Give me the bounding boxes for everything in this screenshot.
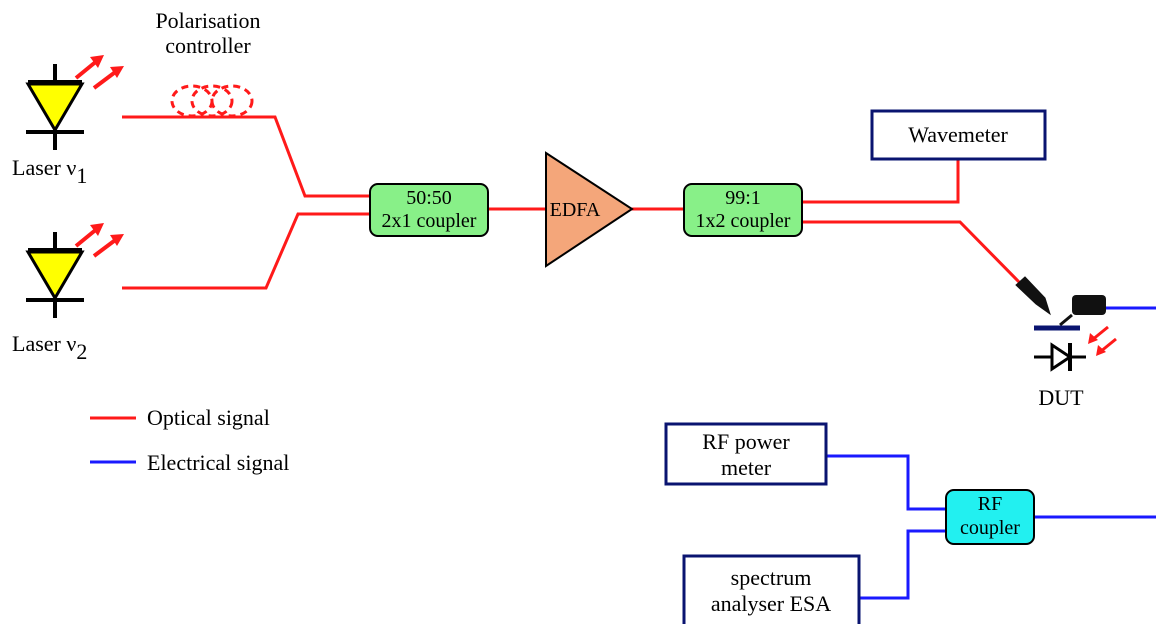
polarisation-controller-loops-icon	[170, 84, 254, 118]
coupler-50-50-label-line2: 2x1 coupler	[382, 210, 477, 232]
rf-coupler-label-line2: coupler	[960, 517, 1020, 539]
wavemeter-label: Wavemeter	[908, 122, 1008, 147]
electrical-probe-icon	[1059, 295, 1106, 327]
rf-power-meter-label-line1: RF power	[702, 429, 790, 454]
laser-1-label: Laser ν1	[12, 155, 87, 188]
wavemeter-box: Wavemeter	[870, 109, 1047, 161]
rf-power-meter-box: RF power meter	[664, 422, 828, 486]
spectrum-analyser-label-line2: analyser ESA	[711, 591, 831, 616]
coupler-50-50: 50:50 2x1 coupler	[369, 183, 489, 237]
laser-2-label: Laser ν2	[12, 331, 87, 364]
dut-label: DUT	[1038, 385, 1084, 410]
laser-1-emission-arrows-icon	[74, 55, 124, 90]
rf-coupler: RF coupler	[945, 489, 1035, 545]
polarisation-controller-label-line1: Polarisation	[155, 8, 260, 33]
legend: Optical signal Electrical signal	[90, 405, 289, 475]
coupler-99-1-label-line1: 99:1	[725, 187, 761, 209]
edfa-amplifier: EDFA	[545, 151, 634, 268]
optical-fibre-paths	[122, 115, 1022, 290]
spectrum-analyser-label-line1: spectrum	[731, 565, 812, 590]
fibre-probe-icon	[1015, 276, 1051, 316]
legend-optical-label: Optical signal	[147, 405, 270, 430]
legend-electrical-label: Electrical signal	[147, 450, 289, 475]
coupler-99-1-label-line2: 1x2 coupler	[696, 210, 791, 232]
coupler-50-50-label-line1: 50:50	[406, 187, 452, 209]
laser-1-diode-icon	[25, 64, 85, 150]
electrical-wire-paths	[826, 454, 1156, 600]
edfa-label: EDFA	[550, 199, 601, 221]
dut-photodiode-icon	[1034, 342, 1086, 372]
spectrum-analyser-box: spectrum analyser ESA	[682, 554, 861, 624]
rf-coupler-label-line1: RF	[978, 493, 1002, 515]
dut-light-arrows-icon	[1088, 325, 1117, 356]
laser-2-emission-arrows-icon	[74, 223, 124, 258]
rf-power-meter-label-line2: meter	[721, 455, 772, 480]
polarisation-controller-label-line2: controller	[165, 33, 251, 58]
laser-2-diode-icon	[25, 232, 85, 318]
coupler-99-1: 99:1 1x2 coupler	[683, 183, 803, 237]
